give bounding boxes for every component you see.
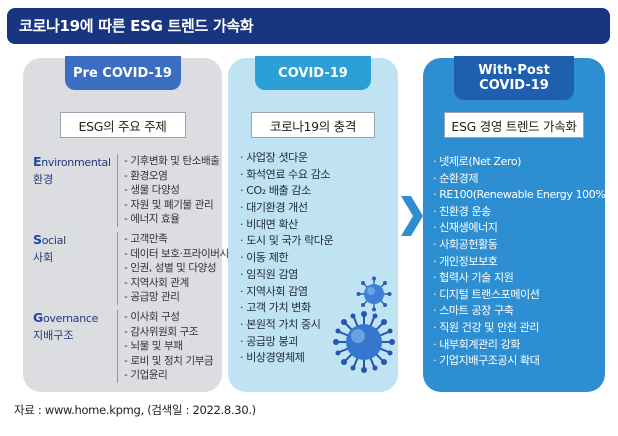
list-item: · 넷제로(Net Zero) [433,155,522,168]
category-name-ko: 환경 [33,173,54,186]
post-covid-tab-line1: With·Post [478,63,550,78]
post-covid-subtitle: ESG 경영 트렌드 가속화 [444,112,584,138]
list-item: · 이동 제한 [240,251,289,265]
list-item: - 기업윤리 [124,369,168,381]
pre-covid-tab: Pre COVID-19 [64,56,181,90]
pre-covid-subtitle: ESG의 주요 주제 [59,112,186,138]
virus-icon [333,311,395,373]
list-item: · 신재생에너지 [433,221,498,235]
list-item: · RE100(Renewable Energy 100%) [433,188,610,202]
list-item: · 협력사 기술 지원 [433,271,514,285]
list-item: - 감사위원회 구조 [124,325,199,338]
list-item: · 본원적 가치 중시 [240,317,321,331]
list-item: - 고객만족 [124,233,168,245]
page-title: 코로나19에 따른 ESG 트렌드 가속화 [7,8,610,44]
list-item: · 고객 가치 변화 [240,301,311,315]
list-item: - 에너지 효율 [124,213,180,225]
list-item: · 직원 건강 및 안전 관리 [433,320,540,334]
category-initial: G [33,310,43,325]
list-item: · 공급망 붕괴 [240,334,298,348]
list-item: - 로비 및 정치 기부금 [124,354,214,367]
category-head: Social 사회 [33,232,113,265]
post-covid-tab: With·Post COVID-19 [454,56,574,100]
post-covid-panel: With·Post COVID-19 ESG 경영 트렌드 가속화 · 넷제로(… [423,56,610,392]
list-item: · 지역사회 감염 [240,284,308,298]
covid-impact-list: · 사업장 셧다운 · 화석연료 수요 감소 · CO₂ 배출 감소 · 대기환… [240,150,334,367]
category-name-en: nvironmental [41,156,111,169]
list-item: · 도시 및 국가 락다운 [240,234,334,248]
category-topic-list: - 고객만족 - 데이터 보호·프라이버시 - 인권, 성별 및 다양성 - 지… [117,232,229,305]
list-item: - 환경오염 [124,169,168,182]
list-item: · 화석연료 수요 감소 [240,167,331,181]
list-item: · CO₂ 배출 감소 [240,184,311,198]
list-item: · 스마트 공장 구축 [433,304,514,318]
category-initial: E [33,154,42,169]
list-item: - 지역사회 관계 [124,276,189,289]
list-item: - 기후변화 및 탄소배출 [124,155,220,167]
list-item: - 뇌물 및 부패 [124,340,183,352]
list-item: · 기업지배구조공시 확대 [433,354,540,368]
list-item: · 디지털 트랜스포메이션 [433,287,540,301]
list-item: · 사업장 셧다운 [240,151,308,164]
category-head: Environmental 환경 [33,154,113,187]
list-item: - 공급망 관리 [124,291,180,303]
covid-subtitle: 코로나19의 충격 [251,112,375,138]
chevron-right-icon [401,196,423,236]
post-covid-tab-line2: COVID-19 [479,78,549,93]
list-item: - 데이터 보호·프라이버시 [124,247,229,260]
list-item: · 사회공헌활동 [433,237,498,251]
category-name-en: overnance [42,312,99,325]
list-item: · 비상경영체제 [240,351,305,365]
list-item: - 인권, 성별 및 다양성 [124,262,217,274]
category-initial: S [33,232,42,247]
esg-trend-list: · 넷제로(Net Zero) · 순환경제 · RE100(Renewable… [433,154,610,370]
covid-tab: COVID-19 [255,56,371,90]
list-item: · 개인정보보호 [433,254,498,268]
category-name-en: ocial [41,234,66,247]
list-item: - 생물 다양성 [124,184,180,196]
source-caption: 자료 : www.home.kpmg, (검색일 : 2022.8.30.) [14,403,256,417]
list-item: - 자원 및 폐기물 관리 [124,198,214,211]
list-item: · 임직원 감염 [240,267,298,281]
list-item: - 이사회 구성 [124,311,180,323]
list-item: · 친환경 운송 [433,204,491,218]
category-name-ko: 지배구조 [33,329,74,342]
category-topic-list: - 이사회 구성 - 감사위원회 구조 - 뇌물 및 부패 - 로비 및 정치 … [117,310,214,383]
pre-covid-panel: Pre COVID-19 ESG의 주요 주제 Environmental 환경… [23,56,229,392]
covid-panel: COVID-19 코로나19의 충격 · 사업장 셧다운 · 화석연료 수요 감… [228,56,398,392]
virus-icon [356,276,392,312]
category-name-ko: 사회 [33,251,54,264]
category-topic-list: - 기후변화 및 탄소배출 - 환경오염 - 생물 다양성 - 자원 및 폐기물… [117,154,220,227]
list-item: · 내부회계관리 강화 [433,337,521,351]
list-item: · 대기환경 개선 [240,201,308,215]
list-item: · 순환경제 [433,171,479,185]
list-item: · 비대면 확산 [240,217,298,231]
category-head: Governance 지배구조 [33,310,113,343]
